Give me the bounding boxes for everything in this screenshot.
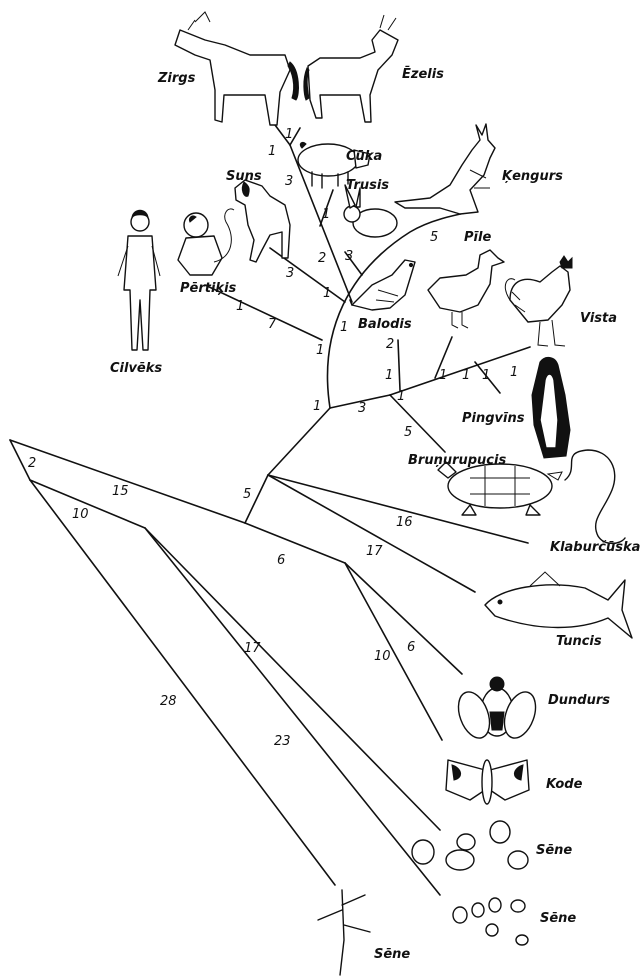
animal-stem-branch [245, 523, 345, 563]
label-sene-3: Sēne [374, 947, 410, 962]
dist-root-left: 2 [28, 456, 36, 471]
dist-dog-node: 1 [323, 286, 331, 301]
snake-icon [548, 450, 625, 543]
chicken-icon [505, 256, 572, 346]
label-kengurs: Ķengurs [502, 169, 563, 184]
label-dundurs: Dundurs [548, 693, 610, 708]
dist-mammal-stem: 1 [316, 343, 324, 358]
mold-icon [318, 890, 370, 975]
dist-rabbit: 3 [345, 249, 353, 264]
human-icon [118, 210, 160, 350]
label-zirgs: Zirgs [157, 71, 196, 86]
dist-dog: 3 [286, 266, 294, 281]
donkey-icon [304, 15, 398, 122]
dist-fungus-b: 23 [274, 734, 291, 749]
label-trusis: Trusis [346, 178, 389, 193]
dist-snake: 16 [396, 515, 413, 530]
dist-fly: 6 [407, 640, 415, 655]
dog-icon [235, 180, 290, 262]
monkey-icon [178, 209, 234, 275]
label-suns: Suns [226, 169, 262, 184]
label-sene-1: Sēne [536, 843, 572, 858]
dist-vertebrate-node: 5 [243, 487, 251, 502]
label-brunurupucis: Bruņurupucis [408, 453, 506, 468]
fly-branch [345, 563, 462, 674]
fungus-b-branch [145, 528, 440, 895]
label-cilveks: Cilvēks [110, 361, 162, 376]
label-tuncis: Tuncis [556, 634, 602, 649]
kangaroo-icon [395, 124, 495, 214]
dist-monkey-outer: 1 [236, 299, 244, 314]
moth-icon [446, 760, 529, 804]
label-klaburcuska: Klaburčūska [550, 540, 640, 555]
label-ezelis: Ēzelis [402, 67, 444, 82]
dist-amniote-node: 1 [313, 399, 321, 414]
dist-tuna: 17 [366, 544, 383, 559]
tuna-branch [268, 475, 475, 592]
dist-duck: 1 [439, 368, 447, 383]
label-vista: Vista [580, 311, 617, 326]
dist-monkey: 7 [268, 317, 277, 332]
dist-chicken: 1 [510, 365, 518, 380]
fungus-a-branch [145, 528, 440, 830]
yeast-cells-small-icon [453, 898, 528, 945]
dist-mammal-node: 1 [340, 320, 348, 335]
dist-turtle: 5 [404, 425, 412, 440]
dist-kangaroo: 5 [430, 230, 438, 245]
moth-branch [345, 563, 442, 740]
dist-penguin-b: 1 [482, 368, 490, 383]
dist-horse-donkey: 1 [268, 144, 276, 159]
bird-branch [390, 347, 530, 395]
label-kode: Kode [546, 777, 583, 792]
root-branch [10, 440, 245, 523]
label-pingvins: Pingvīns [462, 411, 525, 426]
dist-fungi-split: 15 [112, 484, 129, 499]
tuna-icon [485, 572, 632, 638]
dist-horse-tip: 1 [285, 127, 293, 142]
duck-icon [428, 250, 504, 328]
penguin-icon [532, 357, 570, 458]
dist-animal-stem: 6 [277, 553, 285, 568]
label-cuka: Cūka [346, 149, 382, 164]
fly-icon [453, 677, 542, 742]
turtle-icon [438, 462, 552, 515]
dist-fungus-a: 17 [244, 641, 261, 656]
dist-bird-node: 1 [385, 368, 393, 383]
pigeon-branch [398, 340, 400, 390]
label-balodis: Balodis [358, 317, 412, 332]
label-sene-2: Sēne [540, 911, 576, 926]
dist-moth: 10 [374, 649, 391, 664]
dist-pig-stem: 2 [318, 251, 326, 266]
dist-penguin-a: 1 [462, 368, 470, 383]
dist-bird-stem-node: 1 [397, 389, 405, 404]
label-pile: Pīle [464, 230, 491, 245]
label-pertikis: Pērtiķis [180, 281, 237, 296]
dist-fungus-c: 28 [160, 694, 177, 709]
dist-bird-stem: 3 [358, 401, 366, 416]
amniote-stem-branch [268, 408, 330, 475]
dist-pigeon: 2 [386, 337, 394, 352]
yeast-cells-icon [412, 821, 528, 870]
organism-labels: Zirgs Ēzelis Cūka Ķengurs Suns Trusis Pē… [110, 67, 640, 962]
dist-pig: 1 [322, 207, 330, 222]
horse-icon [175, 12, 298, 125]
dist-horse-stem: 3 [285, 174, 293, 189]
dist-fungi-left: 10 [72, 507, 89, 522]
pigeon-icon [352, 260, 415, 310]
